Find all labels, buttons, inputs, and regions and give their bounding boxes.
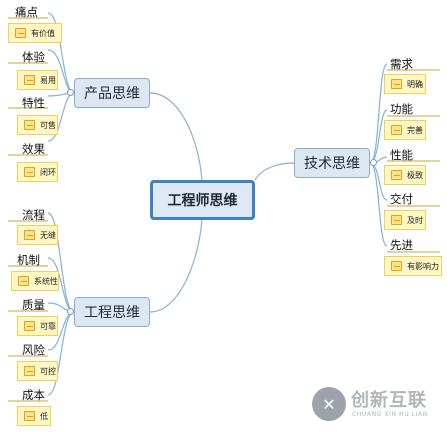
note-icon — [18, 276, 29, 286]
note-icon — [24, 411, 35, 421]
note-icon — [391, 125, 402, 135]
topic-note[interactable]: 闭环 — [17, 162, 58, 182]
topic-note[interactable]: 可控 — [17, 361, 58, 381]
topic-label[interactable]: 性能 — [390, 148, 413, 162]
note-icon — [15, 28, 26, 38]
note-icon — [391, 170, 402, 180]
topic-note[interactable]: 低 — [17, 406, 51, 426]
edge-root-engineering — [149, 219, 203, 313]
note-icon — [24, 366, 35, 376]
watermark-subtitle: CHUANG XIN HU LIAN — [352, 411, 428, 418]
topic-note[interactable]: 易用 — [17, 70, 58, 90]
branch-product[interactable]: 产品思维 — [74, 78, 150, 108]
topic-note[interactable]: 系统性 — [11, 271, 59, 291]
topic-label[interactable]: 风险 — [22, 343, 45, 357]
topic-label[interactable]: 需求 — [390, 57, 413, 71]
watermark-logo-icon: ✕ — [312, 387, 346, 421]
topic-note[interactable]: 明确 — [384, 74, 426, 94]
topic-label[interactable]: 交付 — [390, 192, 413, 206]
watermark-name: 创新互联 — [351, 390, 427, 411]
note-icon — [24, 75, 35, 85]
collapse-toggle-product[interactable] — [67, 89, 74, 96]
topic-label[interactable]: 流程 — [22, 208, 45, 222]
topic-label[interactable]: 体验 — [22, 50, 45, 64]
topic-label[interactable]: 特性 — [22, 96, 45, 110]
topic-label[interactable]: 先进 — [390, 238, 413, 252]
note-icon — [391, 261, 402, 271]
collapse-toggle-engineering[interactable] — [67, 308, 74, 315]
topic-label[interactable]: 效果 — [22, 142, 45, 156]
note-icon — [24, 321, 35, 331]
branch-engineering[interactable]: 工程思维 — [74, 297, 150, 327]
root-node[interactable]: 工程师思维 — [150, 180, 255, 220]
note-icon — [24, 167, 35, 177]
topic-label[interactable]: 成本 — [22, 388, 45, 402]
watermark: ✕ 创新互联 CHUANG XIN HU LIAN — [312, 382, 442, 426]
edge-root-tech — [254, 162, 295, 181]
topic-label[interactable]: 功能 — [390, 102, 413, 116]
topic-note[interactable]: 有价值 — [8, 23, 62, 43]
edge-root-product — [149, 92, 203, 181]
note-icon — [24, 120, 35, 130]
branch-tech[interactable]: 技术思维 — [294, 148, 370, 178]
note-icon — [24, 230, 35, 240]
collapse-toggle-tech[interactable] — [370, 159, 377, 166]
topic-note[interactable]: 完善 — [384, 120, 426, 140]
note-icon — [391, 79, 402, 89]
topic-label[interactable]: 机制 — [17, 253, 40, 267]
topic-note[interactable]: 极致 — [384, 165, 426, 185]
topic-label[interactable]: 质量 — [22, 298, 45, 312]
topic-note[interactable]: 有影响力 — [384, 256, 442, 276]
topic-label[interactable]: 痛点 — [15, 5, 38, 19]
topic-note[interactable]: 及时 — [384, 210, 426, 230]
topic-note[interactable]: 可靠 — [17, 316, 58, 336]
topic-note[interactable]: 无缝 — [17, 225, 58, 245]
topic-note[interactable]: 可售 — [17, 115, 58, 135]
note-icon — [391, 215, 402, 225]
